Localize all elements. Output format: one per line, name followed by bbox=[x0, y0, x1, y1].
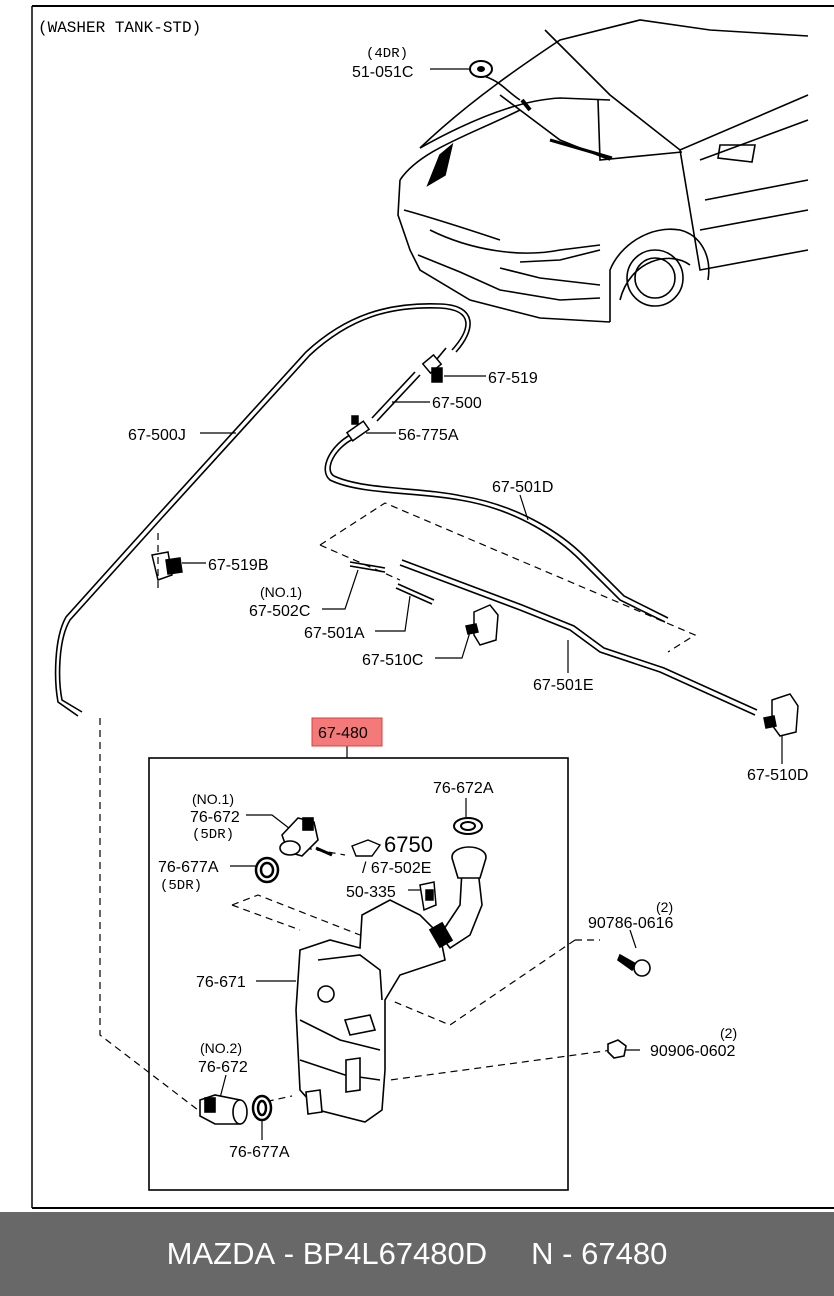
label-67-510c: 67-510C bbox=[362, 652, 423, 669]
label-4dr: (4DR) bbox=[366, 46, 408, 62]
pump-no2-icon bbox=[199, 1094, 248, 1125]
label-6750: 6750 bbox=[384, 832, 433, 857]
label-67-510d: 67-510D bbox=[747, 767, 808, 784]
label-76-672-bottom: 76-672 bbox=[198, 1059, 248, 1076]
label-67-480-highlight: 67-480 bbox=[318, 725, 368, 742]
nozzle-67-510d-icon bbox=[763, 693, 799, 737]
grommet-76-677a-top-icon bbox=[254, 856, 280, 884]
label-67-502c: 67-502C bbox=[249, 603, 310, 620]
label-76-677a-bottom: 76-677A bbox=[229, 1144, 290, 1161]
label-67-519: 67-519 bbox=[488, 370, 538, 387]
level-sensor-6750-icon bbox=[351, 839, 382, 857]
label-no1-b: (NO.1) bbox=[192, 791, 234, 807]
clip-50-335-icon bbox=[419, 881, 437, 912]
clip-67-519b-icon bbox=[151, 551, 183, 581]
label-5dr-b: (5DR) bbox=[160, 878, 202, 894]
joint-67-519-icon bbox=[421, 353, 443, 383]
screw-90786-0616-icon bbox=[617, 953, 651, 977]
grommet-76-677a-bottom-icon bbox=[251, 1094, 273, 1122]
diagram-title: (WASHER TANK-STD) bbox=[38, 19, 201, 37]
footer-brand: MAZDA bbox=[166, 1236, 276, 1271]
label-no2: (NO.2) bbox=[200, 1040, 242, 1056]
footer-reference: N - 67480 bbox=[531, 1236, 668, 1271]
label-76-677a-top: 76-677A bbox=[158, 859, 219, 876]
pump-no1-icon bbox=[279, 817, 333, 857]
label-67-501a: 67-501A bbox=[304, 625, 365, 642]
label-76-671: 76-671 bbox=[196, 974, 246, 991]
label-67-519b: 67-519B bbox=[208, 557, 269, 574]
label-qty-2-a: (2) bbox=[656, 899, 673, 915]
dashed-guides bbox=[99, 502, 697, 1111]
nozzle-67-510c-icon bbox=[465, 604, 499, 646]
filler-neck-icon bbox=[428, 846, 487, 950]
label-76-672a: 76-672A bbox=[433, 780, 494, 797]
label-56-775a: 56-775A bbox=[398, 427, 459, 444]
leader-lines bbox=[182, 68, 783, 1140]
label-67-502e: / 67-502E bbox=[362, 860, 431, 877]
car-illustration bbox=[397, 19, 809, 323]
label-67-501e: 67-501E bbox=[533, 677, 594, 694]
label-67-500j: 67-500J bbox=[128, 427, 186, 444]
label-50-335: 50-335 bbox=[346, 884, 396, 901]
label-76-672-top: 76-672 bbox=[190, 809, 240, 826]
footer-part-number: BP4L67480D bbox=[302, 1236, 488, 1271]
nut-90906-0602-icon bbox=[607, 1039, 627, 1059]
label-90786-0616: 90786-0616 bbox=[588, 915, 674, 932]
label-90906-0602: 90906-0602 bbox=[650, 1043, 736, 1060]
hose-lines bbox=[54, 303, 758, 717]
highlight-box bbox=[311, 717, 383, 747]
grommet-51-051c-icon bbox=[469, 60, 493, 78]
parts-diagram: (WASHER TANK-STD) bbox=[31, 5, 834, 1209]
footer-bar: MAZDA - BP4L67480D N - 67480 bbox=[0, 1212, 834, 1296]
label-67-500: 67-500 bbox=[432, 395, 482, 412]
cap-76-672a-icon bbox=[453, 817, 483, 835]
tank-assembly-frame bbox=[148, 757, 569, 1191]
footer-separator: - bbox=[275, 1236, 303, 1271]
label-5dr-a: (5DR) bbox=[192, 827, 234, 843]
label-no1-a: (NO.1) bbox=[260, 584, 302, 600]
check-valve-56-775a-icon bbox=[345, 415, 371, 442]
label-51-051c: 51-051C bbox=[352, 64, 413, 81]
label-qty-2-b: (2) bbox=[720, 1025, 737, 1041]
washer-tank-icon bbox=[295, 899, 446, 1123]
label-67-501d: 67-501D bbox=[492, 479, 553, 496]
